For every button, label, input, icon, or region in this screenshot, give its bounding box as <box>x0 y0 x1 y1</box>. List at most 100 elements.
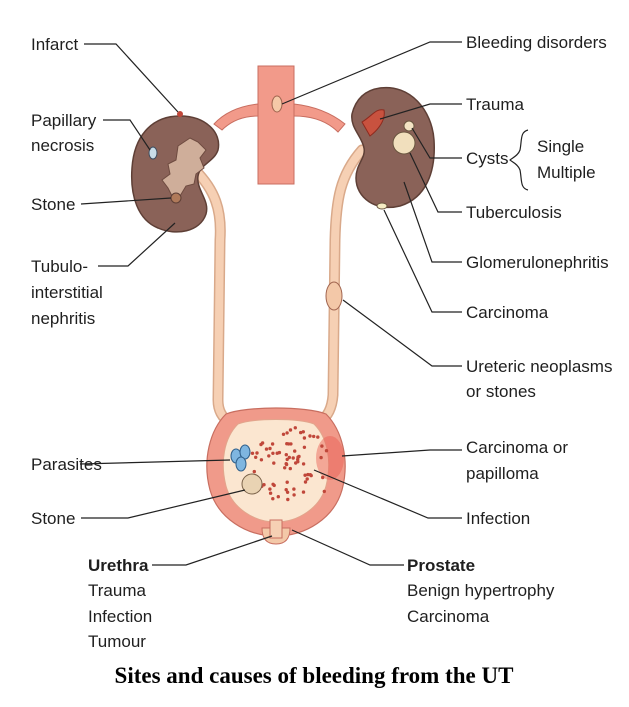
aorta <box>213 65 346 185</box>
infection-dot <box>268 446 272 451</box>
infection-dot <box>268 487 272 491</box>
prostate-title: Prostate <box>407 556 475 575</box>
infarct-marker <box>177 111 183 117</box>
infection-dot <box>297 454 301 459</box>
infection-dot <box>303 480 308 484</box>
infection-dot <box>296 460 300 464</box>
figure-caption: Sites and causes of bleeding from the UT <box>115 663 514 688</box>
urethra-shape <box>269 519 283 539</box>
infection-dot <box>255 451 259 455</box>
right-kidney <box>351 86 435 210</box>
infection-dot <box>250 451 255 455</box>
infection-dot <box>267 454 271 458</box>
infection-dot <box>308 434 312 438</box>
infection-dot <box>312 434 316 439</box>
parasites-label: Parasites <box>31 455 102 474</box>
tubulo-label-2: interstitial <box>31 283 103 302</box>
prostate-item-carcinoma: Carcinoma <box>407 607 490 626</box>
tubulo-label-3: nephritis <box>31 309 95 328</box>
infection-dot <box>271 497 275 501</box>
infection-dot <box>316 435 320 439</box>
infection-dot <box>271 482 275 486</box>
urethra-title: Urethra <box>88 556 149 575</box>
infection-dot <box>287 442 291 446</box>
infection-dot <box>305 477 309 481</box>
bladder <box>206 407 346 545</box>
infection-dot <box>285 490 290 494</box>
infection-dot <box>281 432 286 436</box>
cysts-multiple-label: Multiple <box>537 163 596 182</box>
papillary-necrosis-label: Papillary <box>31 111 97 130</box>
infection-dot <box>319 455 323 460</box>
infection-dot <box>308 473 312 477</box>
infection-dot <box>271 451 275 455</box>
infection-dot <box>299 430 303 435</box>
infection-dot <box>254 455 258 459</box>
infection-dot <box>322 489 326 494</box>
bladder-stone-marker <box>241 473 263 495</box>
leader-lines <box>79 41 529 566</box>
infection-dot <box>275 451 279 455</box>
papillary-necrosis-label-2: necrosis <box>31 136 94 155</box>
infection-dot <box>260 441 265 445</box>
infection-dot <box>264 447 269 451</box>
infection-dot <box>285 431 289 435</box>
glomerulonephritis-label: Glomerulonephritis <box>466 253 609 272</box>
urethra-item-infection: Infection <box>88 607 152 626</box>
infection-dot <box>301 462 306 466</box>
ureters <box>189 144 368 428</box>
ureteric-lesion-marker <box>325 281 343 311</box>
infection-dot <box>252 469 256 474</box>
infection-dot <box>259 458 264 462</box>
trauma-label: Trauma <box>466 95 524 114</box>
left-kidney <box>130 111 220 233</box>
infection-dot <box>324 449 329 453</box>
infection-dot <box>270 442 275 446</box>
urethra-item-tumour: Tumour <box>88 632 146 651</box>
infection-dot <box>287 455 291 460</box>
infection-dot <box>286 497 290 502</box>
carcinoma-papilloma-label-2: papilloma <box>466 464 539 483</box>
infection-dot <box>291 456 295 460</box>
infection-dot <box>276 495 280 499</box>
bladder-stone-label: Stone <box>31 509 75 528</box>
ureteric-label-1: Ureteric neoplasms <box>466 357 612 376</box>
infection-dot <box>302 436 307 440</box>
tuberculosis-label: Tuberculosis <box>466 203 562 222</box>
infection-dot <box>301 490 306 494</box>
infection-dot <box>321 475 325 480</box>
trauma-marker <box>361 109 385 137</box>
infection-dot <box>292 493 296 497</box>
infection-dot <box>293 426 297 430</box>
ureteric-label-2: or stones <box>466 382 536 401</box>
infection-dot <box>285 480 289 484</box>
carcinoma-label: Carcinoma <box>466 303 549 322</box>
infection-dot <box>288 466 292 471</box>
cyst-large-marker <box>392 131 416 155</box>
infection-dot <box>284 488 288 492</box>
cyst-small-marker <box>403 120 415 132</box>
kidney-stone-label: Stone <box>31 195 75 214</box>
tubulo-label-1: Tubulo- <box>31 257 88 276</box>
infection-dot <box>301 430 305 434</box>
infection-dot <box>292 487 296 491</box>
bleeding-disorders-label: Bleeding disorders <box>466 33 607 52</box>
cysts-single-label: Single <box>537 137 584 156</box>
cysts-label: Cysts <box>466 149 509 168</box>
carcinoma-kidney-marker <box>376 202 388 210</box>
infection-dot <box>272 461 276 465</box>
bleeding-disorders-marker <box>271 95 283 113</box>
infection-dot <box>302 445 307 449</box>
infarct-label: Infarct <box>31 35 79 54</box>
prostate-item-bph: Benign hypertrophy <box>407 581 555 600</box>
infection-label: Infection <box>466 509 530 528</box>
infection-dot <box>303 473 307 477</box>
infection-dot <box>283 466 287 470</box>
infection-dot <box>288 428 293 432</box>
infection-dot <box>268 491 273 495</box>
parasites-marker <box>230 444 251 472</box>
infection-dot <box>306 472 310 477</box>
urethra-item-trauma: Trauma <box>88 581 146 600</box>
